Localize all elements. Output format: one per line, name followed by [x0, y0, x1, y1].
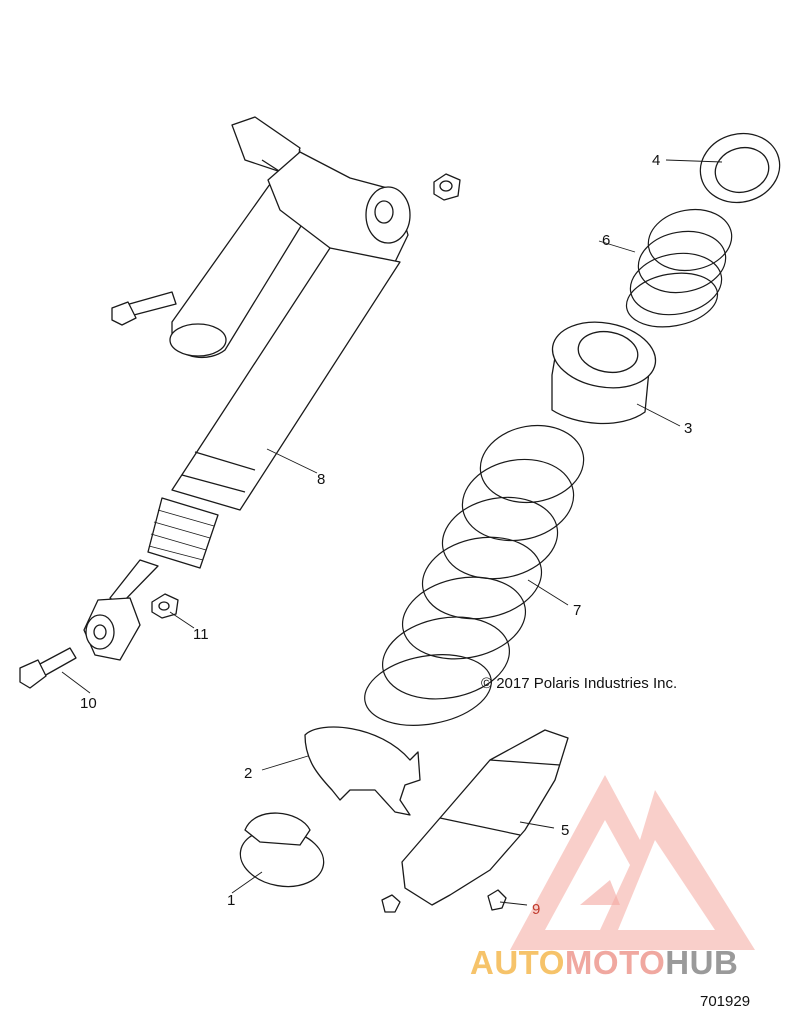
lower-nut [151, 593, 179, 619]
callout-2: 2 [244, 765, 253, 782]
upper-nut [433, 173, 461, 201]
callout-11: 11 [193, 626, 209, 643]
callout-4: 4 [652, 152, 661, 169]
watermark-auto: AUTO [470, 944, 565, 981]
spacer-ring [699, 132, 781, 204]
shock-absorber [83, 116, 411, 661]
callout-7: 7 [573, 602, 582, 619]
watermark-logo [510, 775, 755, 950]
callout-1: 1 [227, 892, 236, 909]
callout-3: 3 [684, 420, 693, 437]
upper-bolt [111, 291, 177, 326]
mounting-bracket [304, 726, 421, 816]
lower-bolt [19, 647, 77, 689]
tender-spring [625, 208, 733, 328]
leader-lines [61, 159, 723, 906]
callout-6: 6 [602, 232, 611, 249]
spring-adapter [551, 321, 657, 425]
callout-10: 10 [80, 695, 97, 712]
main-spring [364, 424, 585, 726]
callout-5: 5 [561, 822, 570, 839]
diagram-number: 701929 [700, 993, 751, 1010]
watermark-text: AUTOMOTOHUB [470, 944, 738, 982]
shock-guard [401, 729, 569, 906]
callout-9: 9 [532, 901, 541, 918]
watermark-hub: HUB [665, 944, 739, 981]
screws [381, 889, 507, 913]
copyright-text: © 2017 Polaris Industries Inc. [481, 675, 678, 692]
callout-8: 8 [317, 471, 326, 488]
watermark-moto: MOTO [564, 944, 666, 981]
